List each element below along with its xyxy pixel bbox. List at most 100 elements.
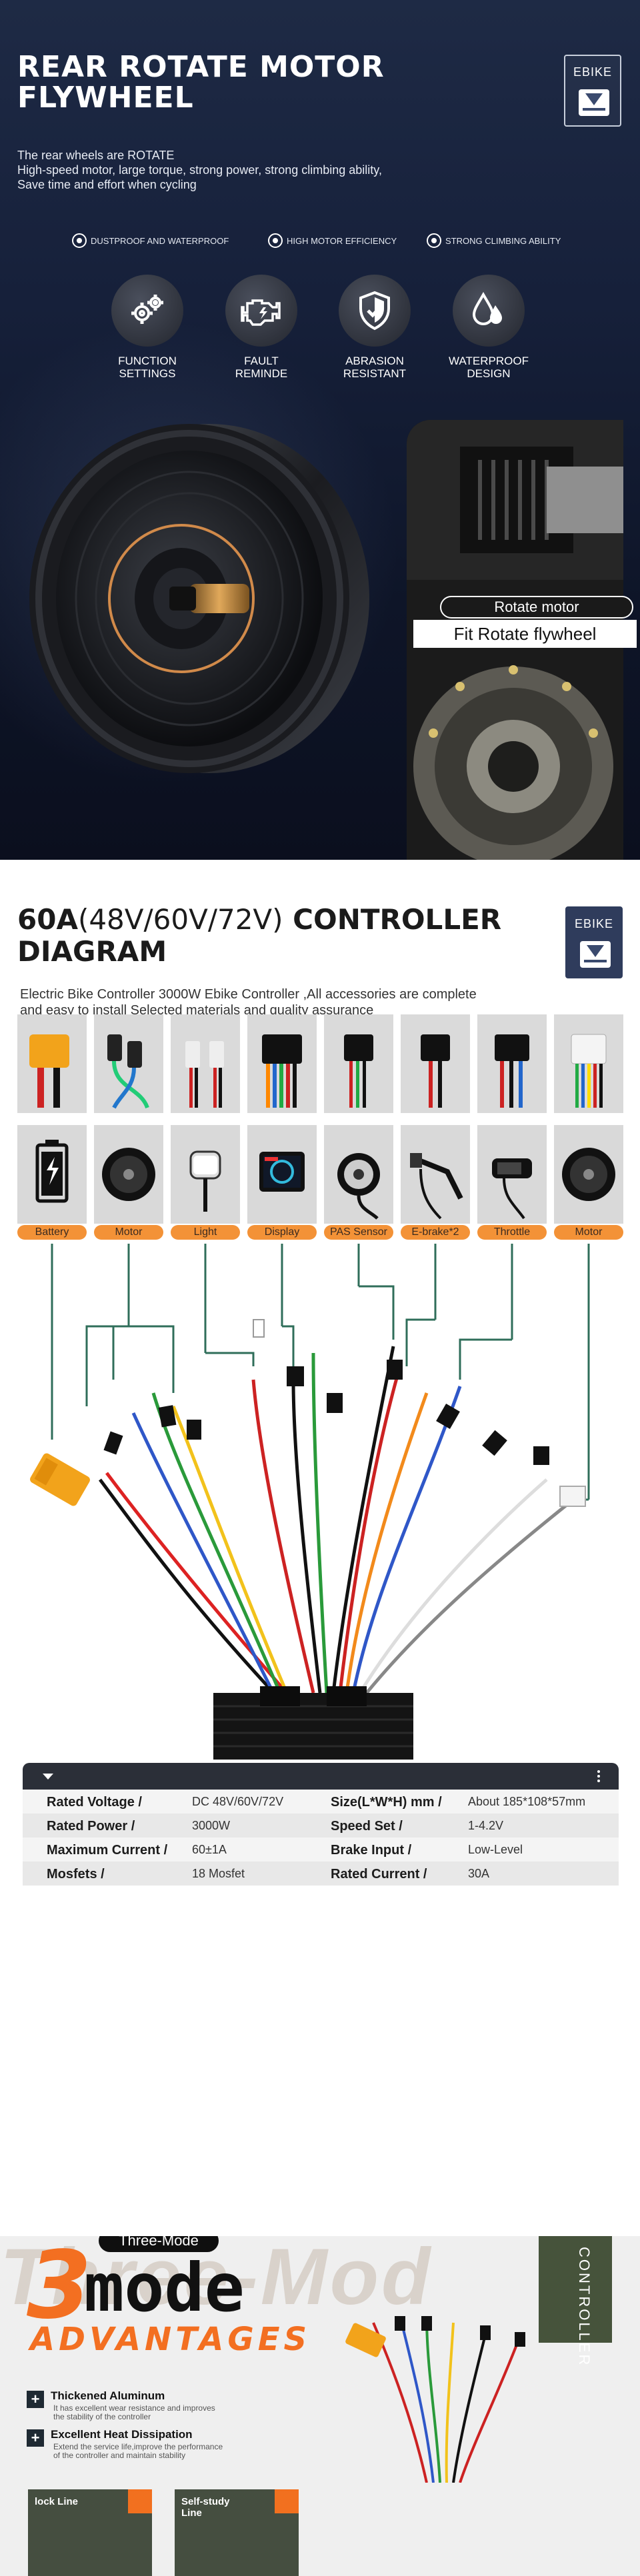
hero-title-line2: FLYWHEEL xyxy=(17,81,194,115)
title-diagram: DIAGRAM xyxy=(17,935,167,968)
device-label-pas-sensor: PAS Sensor xyxy=(324,1225,393,1240)
connector-row xyxy=(17,1014,624,1114)
feature-list: DUSTPROOF AND WATERPROOF HIGH MOTOR EFFI… xyxy=(0,233,640,253)
device-label-battery: Battery xyxy=(17,1225,87,1240)
tile-label: Line xyxy=(181,2507,202,2519)
ebrake-icon xyxy=(401,1125,470,1224)
function-label: RESISTANT xyxy=(343,367,407,380)
table-row: Rated Power / 3000W Speed Set / 1-4.2V xyxy=(23,1814,619,1838)
plus-icon: + xyxy=(27,2429,44,2447)
function-label: FUNCTION xyxy=(118,355,177,367)
advantage-desc: It has excellent wear resistance and imp… xyxy=(53,2403,215,2413)
radio-dot-icon xyxy=(427,233,441,248)
controller-description: Electric Bike Controller 3000W Ebike Con… xyxy=(20,986,553,1018)
spec-value: 30A xyxy=(468,1867,490,1880)
plus-icon: + xyxy=(27,2391,44,2408)
more-vertical-icon[interactable] xyxy=(597,1770,600,1773)
motor-icon xyxy=(554,1125,623,1224)
spec-key: Maximum Current / xyxy=(47,1843,168,1858)
spec-table-header xyxy=(23,1763,619,1790)
spec-key: Size(L*W*H) mm / xyxy=(331,1795,442,1810)
spec-key: Mosfets / xyxy=(47,1867,105,1882)
feature-item: HIGH MOTOR EFFICIENCY xyxy=(268,233,397,248)
ebike-badge: EBIKE xyxy=(565,906,623,978)
download-icon xyxy=(579,89,609,116)
table-row: Rated Voltage / DC 48V/60V/72V Size(L*W*… xyxy=(23,1790,619,1814)
description-line: Electric Bike Controller 3000W Ebike Con… xyxy=(20,987,477,1002)
display-icon xyxy=(247,1125,317,1224)
battery-icon xyxy=(17,1125,87,1224)
throttle-connector xyxy=(477,1014,547,1113)
hero-title-line1: REAR ROTATE MOTOR xyxy=(17,50,385,84)
spec-key: Brake Input / xyxy=(331,1843,412,1858)
motor-connector xyxy=(554,1014,623,1113)
hero-subtitle-line3: Save time and effort when cycling xyxy=(17,178,197,191)
ghost-heading: Three-Mod xyxy=(0,2236,433,2321)
pas-sensor-icon xyxy=(324,1125,393,1224)
tile-label: Self-study xyxy=(181,2496,230,2507)
chevron-down-icon[interactable] xyxy=(43,1774,53,1780)
ebike-badge-label: EBIKE xyxy=(573,65,613,79)
three-mode-pill: Three-Mode xyxy=(99,2236,219,2252)
gears-icon xyxy=(111,275,183,347)
hero-section: REAR ROTATE MOTOR FLYWHEEL The rear whee… xyxy=(0,0,640,860)
advantage-title: Excellent Heat Dissipation xyxy=(51,2428,193,2441)
controller-section: 60A(48V/60V/72V) CONTROLLER DIAGRAM EBIK… xyxy=(0,860,640,2236)
advantage-desc: of the controller and maintain stability xyxy=(53,2451,186,2460)
device-label-light: Light xyxy=(171,1225,240,1240)
spec-value: Low-Level xyxy=(468,1843,523,1856)
spec-value: DC 48V/60V/72V xyxy=(192,1795,284,1808)
rotate-flywheel-label: Fit Rotate flywheel xyxy=(413,620,637,648)
engine-warning-icon xyxy=(225,275,297,347)
spec-value: 1-4.2V xyxy=(468,1819,504,1832)
motor-icon xyxy=(94,1125,163,1224)
light-connector xyxy=(171,1014,240,1113)
big-number: 3 xyxy=(27,2236,92,2340)
side-band-label: CONTROLLER xyxy=(576,2247,593,2367)
hall-connector xyxy=(94,1014,163,1113)
function-label: ABRASION xyxy=(345,355,404,367)
hero-subtitle: The rear wheels are ROTATE High-speed mo… xyxy=(17,148,484,192)
lock-icon xyxy=(128,2489,152,2513)
spec-key: Rated Power / xyxy=(47,1819,135,1834)
feature-label: DUSTPROOF AND WATERPROOF xyxy=(91,235,229,246)
advantage-desc: Extend the service life,improve the perf… xyxy=(53,2442,223,2451)
spec-value: 3000W xyxy=(192,1819,231,1832)
water-drops-icon xyxy=(453,275,525,347)
display-connector xyxy=(247,1014,317,1113)
spec-table: Rated Voltage / DC 48V/60V/72V Size(L*W*… xyxy=(23,1763,619,1886)
controller-wires-image xyxy=(345,2316,525,2483)
spec-value: 60±1A xyxy=(192,1843,227,1856)
device-label-motor: Motor xyxy=(94,1225,163,1240)
hub-motor-image xyxy=(29,424,369,773)
table-row: Mosfets / 18 Mosfet Rated Current / 30A xyxy=(23,1862,619,1886)
headlight-icon xyxy=(171,1125,240,1224)
tile-label: lock Line xyxy=(35,2496,79,2507)
title-voltage: (48V/60V/72V) xyxy=(77,903,283,936)
advantages-heading: ADVANTAGES xyxy=(30,2321,311,2358)
device-label-motor: Motor xyxy=(554,1225,623,1240)
spec-value: 18 Mosfet xyxy=(192,1867,245,1880)
function-label: DESIGN xyxy=(467,367,511,380)
search-icon xyxy=(275,2489,299,2513)
brake-connector xyxy=(401,1014,470,1113)
throttle-icon xyxy=(477,1125,547,1224)
modes-section: Three-Mod CONTROLLER 3 mode Three-Mode A… xyxy=(0,2236,640,2576)
shield-check-icon xyxy=(339,275,411,347)
device-label-throttle: Throttle xyxy=(477,1225,547,1240)
spec-rows: Rated Voltage / DC 48V/60V/72V Size(L*W*… xyxy=(23,1790,619,1886)
hero-subtitle-line1: The rear wheels are ROTATE xyxy=(17,149,175,162)
feature-label: HIGH MOTOR EFFICIENCY xyxy=(287,235,397,246)
tile-lock-line: lock Line xyxy=(28,2489,152,2576)
controller-title: 60A(48V/60V/72V) CONTROLLER DIAGRAM xyxy=(17,904,501,968)
pas-connector xyxy=(324,1014,393,1113)
feature-item: STRONG CLIMBING ABILITY xyxy=(427,233,561,248)
function-label: SETTINGS xyxy=(119,367,176,380)
xt90-connector xyxy=(17,1014,87,1113)
title-controller: CONTROLLER xyxy=(283,903,502,936)
function-label: WATERPROOF xyxy=(449,355,529,367)
feature-label: STRONG CLIMBING ABILITY xyxy=(445,235,561,246)
